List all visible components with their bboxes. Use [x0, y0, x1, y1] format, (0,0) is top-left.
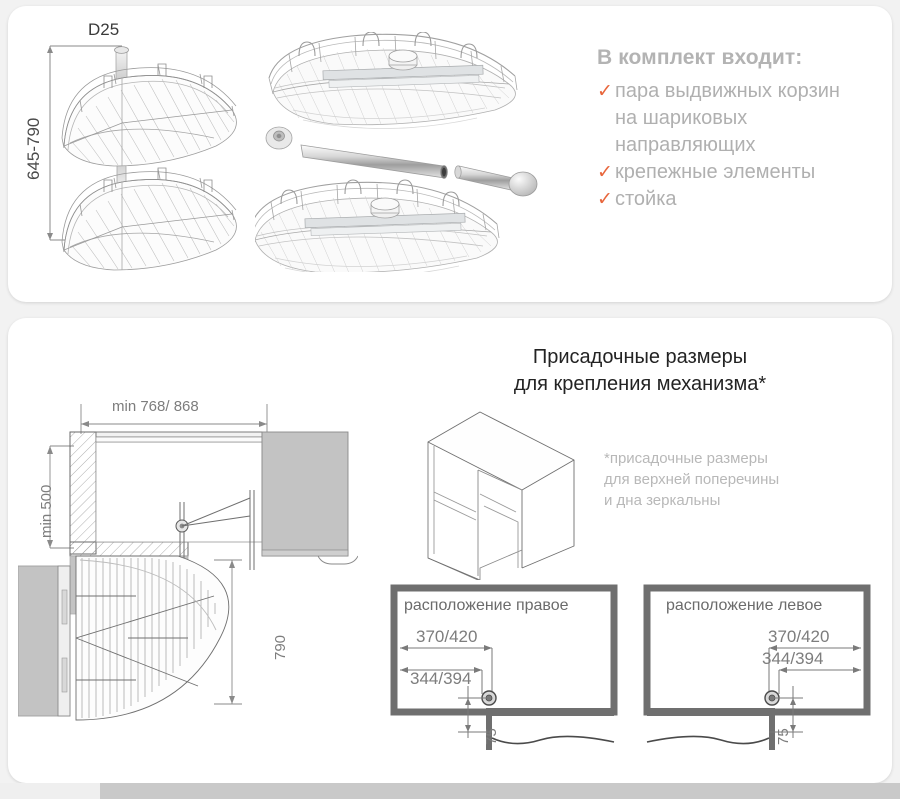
placement-right-dim-inner: 344/394: [410, 669, 472, 688]
placement-left-dim-drop: 75: [775, 728, 792, 745]
dimension-height-645-790: 645-790: [24, 117, 43, 180]
cabinet-cross-section-drawing: [18, 404, 358, 721]
list-item-label: на шариковых: [615, 107, 748, 129]
check-icon: ✓: [597, 189, 613, 210]
section-title: Присадочные размеры для крепления механи…: [440, 344, 840, 398]
kit-title: В комплект входит:: [597, 46, 803, 69]
placement-left-title: расположение левое: [666, 597, 823, 614]
placement-right-drawing: [390, 584, 618, 750]
flange-part: [265, 126, 293, 150]
list-item: ✓ на шариковых: [597, 105, 887, 132]
placement-right-dim-drop: 75: [483, 728, 500, 745]
kit-list: ✓ пара выдвижных корзин ✓ на шариковых ✓…: [597, 78, 887, 213]
placement-left-drawing: [643, 584, 871, 750]
list-item: ✓ стойка: [597, 186, 887, 213]
dimension-d25: D25: [88, 20, 120, 39]
dimension-790: 790: [272, 634, 289, 660]
rod-with-cap-part: [454, 165, 538, 197]
list-item-label: пара выдвижных корзин: [615, 80, 840, 102]
list-item-label: направляющих: [615, 134, 756, 156]
list-item: ✓ направляющих: [597, 132, 887, 159]
tube-part: [300, 144, 448, 179]
footnote-line2: для верхней поперечины: [604, 471, 780, 488]
bottom-bar: [100, 783, 900, 799]
dimension-min-768-868: min 768/ 868: [112, 398, 199, 415]
isometric-cabinet-drawing: [427, 411, 575, 580]
section-footnote: *присадочные размеры для верхней попереч…: [604, 448, 854, 511]
placement-left-dim-inner: 344/394: [762, 649, 824, 668]
list-item-label: стойка: [615, 188, 677, 210]
list-item: ✓ крепежные элементы: [597, 159, 887, 186]
carousel-assembly-drawing: [47, 45, 237, 271]
dimension-min-500: min 500: [38, 484, 55, 538]
placement-left-dim-outer: 370/420: [768, 627, 830, 646]
list-item: ✓ пара выдвижных корзин: [597, 78, 887, 105]
placement-right-title: расположение правое: [404, 597, 569, 614]
placement-right-dim-outer: 370/420: [416, 627, 478, 646]
footnote-line3: и дна зеркальны: [604, 492, 721, 509]
footnote-line1: *присадочные размеры: [604, 450, 768, 467]
check-icon: ✓: [597, 81, 613, 102]
section-title-line2: для крепления механизма*: [513, 373, 767, 395]
section-title-line1: Присадочные размеры: [532, 346, 748, 368]
kit-parts-illustration: [255, 32, 538, 272]
bottom-bar-left-segment: [0, 783, 100, 799]
list-item-label: крепежные элементы: [615, 161, 816, 183]
check-icon-placeholder: ✓: [597, 105, 615, 132]
check-icon: ✓: [597, 162, 613, 183]
check-icon-placeholder: ✓: [597, 132, 615, 159]
